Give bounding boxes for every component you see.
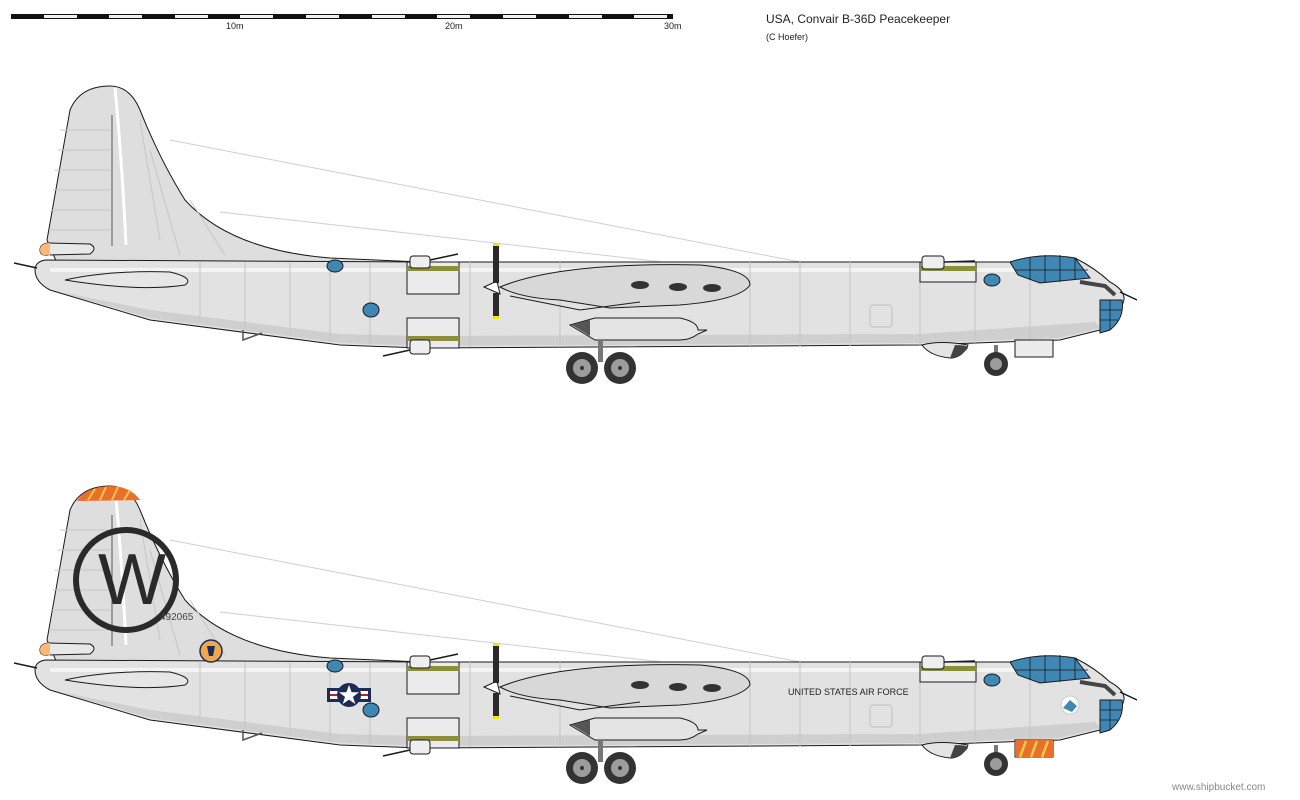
- nose-gear-door-stripes: [1016, 740, 1053, 758]
- aircraft-profile-unmarked: [12, 84, 1139, 386]
- national-insignia: [327, 683, 371, 707]
- drawing-title: USA, Convair B-36D Peacekeeper: [766, 12, 951, 26]
- drawing-author: (C Hoefer): [766, 32, 809, 42]
- nose-art: [1060, 695, 1080, 715]
- tail-stripes-yellow: [87, 486, 131, 501]
- aircraft-profile-marked: [12, 484, 1139, 786]
- scale-bar: [11, 14, 673, 19]
- tail-circle-w: [73, 527, 179, 633]
- scale-bar-segments: [44, 15, 667, 18]
- scale-bar-base: [11, 14, 673, 19]
- tail-letter: W: [98, 540, 166, 620]
- scale-tick-10m: 10m: [226, 21, 244, 31]
- tail-stripes: [77, 486, 140, 501]
- site-credit: www.shipbucket.com: [1172, 782, 1266, 793]
- tail-serial: 492065: [160, 612, 194, 623]
- scale-tick-20m: 20m: [445, 21, 463, 31]
- unit-badge: [199, 639, 223, 663]
- fuselage-lettering: UNITED STATES AIR FORCE: [788, 687, 909, 697]
- scale-tick-30m: 30m: [664, 21, 682, 31]
